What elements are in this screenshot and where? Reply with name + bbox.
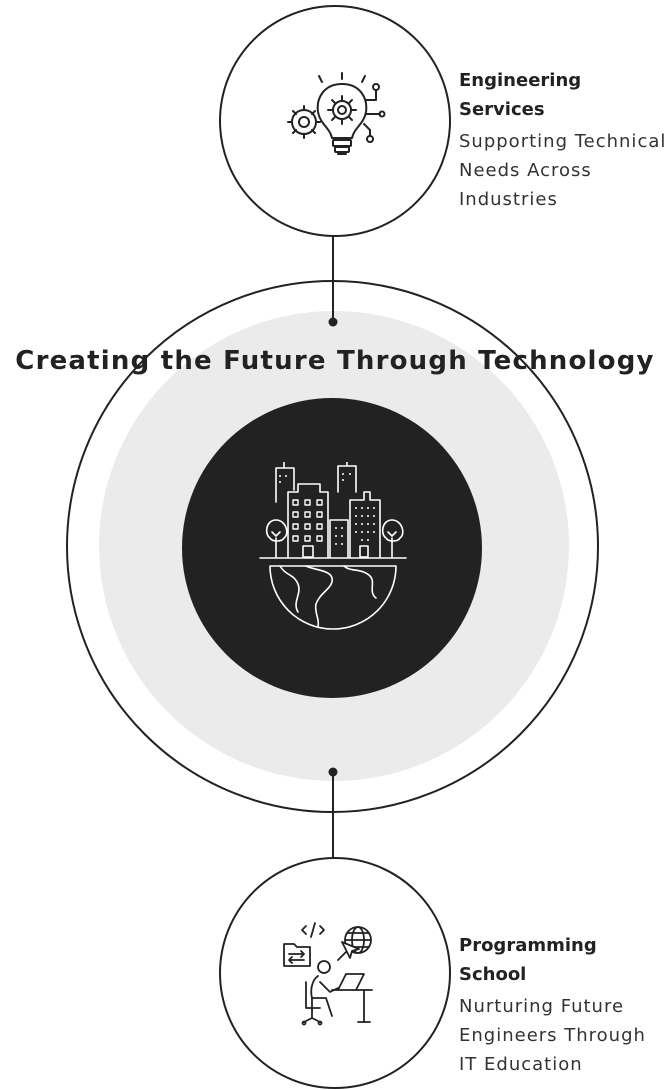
programming-school-title: Programming School xyxy=(459,935,597,985)
center-dark-disc xyxy=(182,398,482,698)
city-globe-icon xyxy=(258,462,408,632)
bottom-connector-dot xyxy=(328,767,338,777)
top-connector-dot xyxy=(328,317,338,327)
engineering-services-description: Supporting Technical Needs Across Indust… xyxy=(459,131,667,210)
center-title: Creating the Future Through Technology xyxy=(15,346,655,376)
engineering-services-title: Engineering Services xyxy=(459,70,582,120)
programmer-desk-icon xyxy=(280,918,380,1028)
lightbulb-gear-icon xyxy=(282,72,386,168)
engineering-services-ring xyxy=(219,5,451,237)
programming-school-block: Programming School Nurturing Future Engi… xyxy=(459,931,669,1079)
engineering-services-block: Engineering Services Supporting Technica… xyxy=(459,66,669,214)
programming-school-description: Nurturing Future Engineers Through IT Ed… xyxy=(459,996,646,1075)
programming-school-ring xyxy=(219,857,451,1089)
